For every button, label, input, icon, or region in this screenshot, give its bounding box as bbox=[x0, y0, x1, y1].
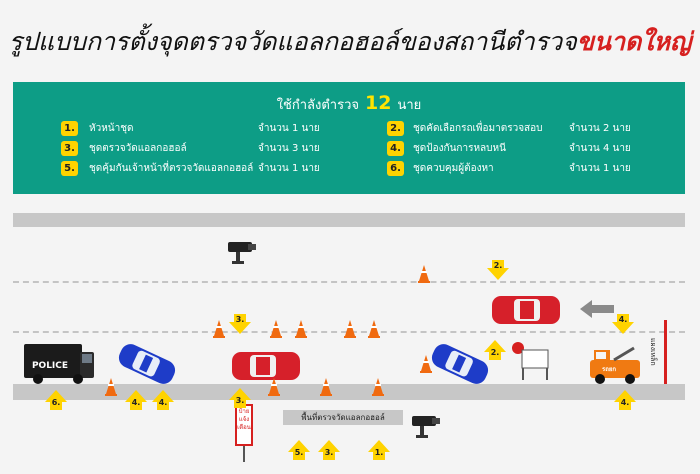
traffic-cone-icon bbox=[418, 265, 430, 283]
team-badge-4: 4. bbox=[387, 141, 404, 156]
warning-sign: ป้าย แจ้ง เตือน bbox=[235, 404, 253, 446]
team-qty-4: จำนวน 4 นาย bbox=[569, 143, 631, 154]
cctv-camera-icon bbox=[228, 242, 256, 264]
team-name-3: ชุดตรวจวัดแอลกอฮอล์ bbox=[89, 143, 187, 154]
team-qty-6: จำนวน 1 นาย bbox=[569, 163, 631, 174]
team-qty-5: จำนวน 1 นาย bbox=[258, 163, 320, 174]
officer-marker-arrow bbox=[45, 390, 67, 410]
tow-label: รถยก bbox=[601, 366, 616, 373]
team-name-1: หัวหน้าชุด bbox=[89, 123, 134, 134]
team-qty-3: จำนวน 3 นาย bbox=[258, 143, 320, 154]
traffic-cone-icon bbox=[420, 355, 432, 373]
officer-marker-label: 3. bbox=[235, 396, 245, 405]
officer-marker-arrow bbox=[318, 440, 340, 460]
officer-marker-label: 4. bbox=[158, 398, 168, 407]
traffic-cone-icon bbox=[270, 320, 282, 338]
officer-marker-arrow bbox=[368, 440, 390, 460]
officer-marker-arrow bbox=[288, 440, 310, 460]
sign-post bbox=[243, 446, 245, 462]
test-zone-label: พื้นที่ตรวจวัดแอลกอฮอล์ bbox=[283, 410, 403, 425]
team-badge-3: 3. bbox=[61, 141, 78, 156]
police-car-icon bbox=[431, 344, 489, 384]
team-qty-1: จำนวน 1 นาย bbox=[258, 123, 320, 134]
officer-marker-arrow bbox=[125, 390, 147, 410]
team-badge-2: 2. bbox=[387, 121, 404, 136]
officer-marker-label: 4. bbox=[618, 315, 628, 324]
officer-marker-arrow bbox=[612, 314, 634, 334]
team-name-2: ชุดคัดเลือกรถเพื่อมาตรวจสอบ bbox=[413, 123, 543, 134]
steel-barrier bbox=[664, 320, 667, 384]
tow-truck-icon bbox=[590, 346, 640, 384]
road-bottom-edge bbox=[13, 384, 685, 400]
police-truck-icon bbox=[24, 344, 94, 384]
team-badge-6: 6. bbox=[387, 161, 404, 176]
officer-marker-label: 6. bbox=[51, 398, 61, 407]
lane-divider-1 bbox=[13, 281, 685, 283]
officer-marker-label: 5. bbox=[294, 448, 304, 457]
police-label: POLICE bbox=[31, 361, 69, 371]
officer-marker-label: 1. bbox=[374, 448, 384, 457]
traffic-cone-icon bbox=[295, 320, 307, 338]
officer-marker-label: 2. bbox=[493, 261, 503, 270]
checkpoint-table-icon bbox=[512, 342, 549, 380]
traffic-cone-icon bbox=[344, 320, 356, 338]
title-highlight: ขนาดใหญ่ bbox=[576, 27, 692, 56]
traffic-cone-icon bbox=[213, 320, 225, 338]
red-car-icon bbox=[492, 296, 560, 324]
police-car-icon bbox=[118, 344, 176, 384]
red-car-icon bbox=[232, 352, 300, 380]
officer-marker-label: 4. bbox=[131, 398, 141, 407]
page-title: รูปแบบการตั้งจุดตรวจวัดแอลกอฮอล์ของสถานี… bbox=[8, 27, 692, 56]
officer-marker-arrow bbox=[484, 340, 506, 360]
barrier-label: แผงเหล็ก bbox=[649, 338, 657, 366]
traffic-cone-icon bbox=[105, 378, 117, 396]
traffic-cone-icon bbox=[368, 320, 380, 338]
officer-count: 12 bbox=[365, 92, 392, 114]
officer-marker-label: 3. bbox=[235, 315, 245, 324]
road-top-edge bbox=[13, 213, 685, 227]
officer-marker-arrow bbox=[229, 314, 251, 334]
traffic-cone-icon bbox=[320, 378, 332, 396]
team-name-6: ชุดควบคุมผู้ต้องหา bbox=[413, 163, 494, 174]
officer-marker-label: 2. bbox=[490, 348, 500, 357]
team-badge-5: 5. bbox=[61, 161, 78, 176]
officer-marker-arrow bbox=[487, 260, 509, 280]
team-name-4: ชุดป้องกันการหลบหนี bbox=[413, 143, 506, 154]
team-name-5: ชุดคุ้มกันเจ้าหน้าที่ตรวจวัดแอลกอฮอล์ bbox=[89, 163, 254, 174]
team-qty-2: จำนวน 2 นาย bbox=[569, 123, 631, 134]
traffic-cone-icon bbox=[372, 378, 384, 396]
officer-marker-label: 3. bbox=[324, 448, 334, 457]
traffic-cone-icon bbox=[268, 378, 280, 396]
team-badge-1: 1. bbox=[61, 121, 78, 136]
officer-marker-arrow bbox=[614, 390, 636, 410]
officer-marker-arrow bbox=[229, 388, 251, 408]
cctv-camera-icon bbox=[412, 416, 440, 438]
officer-marker-label: 4. bbox=[620, 398, 630, 407]
officer-marker-arrow bbox=[152, 390, 174, 410]
direction-arrow-icon bbox=[580, 300, 614, 318]
